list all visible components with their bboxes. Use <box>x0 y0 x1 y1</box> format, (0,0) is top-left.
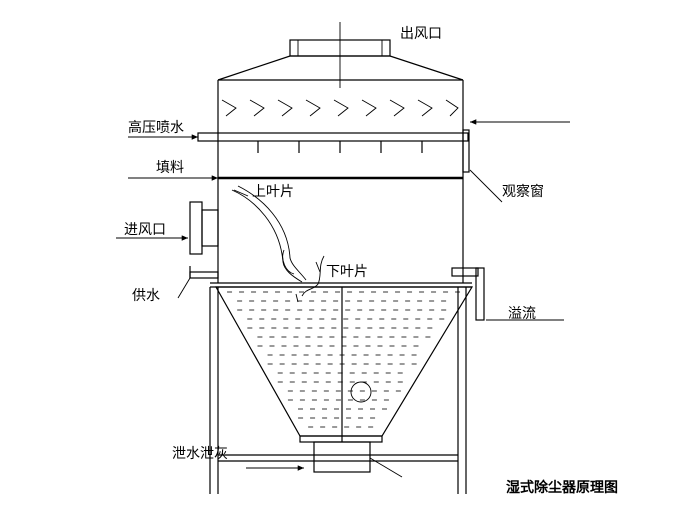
hopper <box>214 286 474 473</box>
roof <box>217 55 464 81</box>
label-lower-blade: 下叶片 <box>326 264 368 280</box>
spray-pipe <box>197 129 470 173</box>
label-drain-ash: 泄水泄灰 <box>172 446 228 462</box>
inlet-flange <box>189 201 219 255</box>
outlet-duct <box>289 22 391 88</box>
support-legs <box>209 287 467 494</box>
label-observation-window: 观察窗 <box>502 183 544 200</box>
demister-chevrons <box>221 99 459 117</box>
label-outlet: 出风口 <box>400 26 442 42</box>
leader-lines <box>116 119 570 478</box>
label-water-supply: 供水 <box>132 288 160 304</box>
water-surface-dashes <box>227 291 461 428</box>
label-packing: 填料 <box>156 160 184 176</box>
label-inlet: 进风口 <box>124 222 166 238</box>
upper-blade <box>231 185 307 283</box>
water-supply-pipe <box>189 266 219 279</box>
label-high-pressure-spray: 高压喷水 <box>128 119 184 136</box>
lower-blade <box>295 255 325 303</box>
diagram-caption: 湿式除尘器原理图 <box>506 479 618 496</box>
label-upper-blade: 上叶片 <box>252 184 294 200</box>
tower-body <box>210 80 472 288</box>
label-overflow: 溢流 <box>508 306 536 322</box>
overflow-pipe <box>451 267 485 321</box>
